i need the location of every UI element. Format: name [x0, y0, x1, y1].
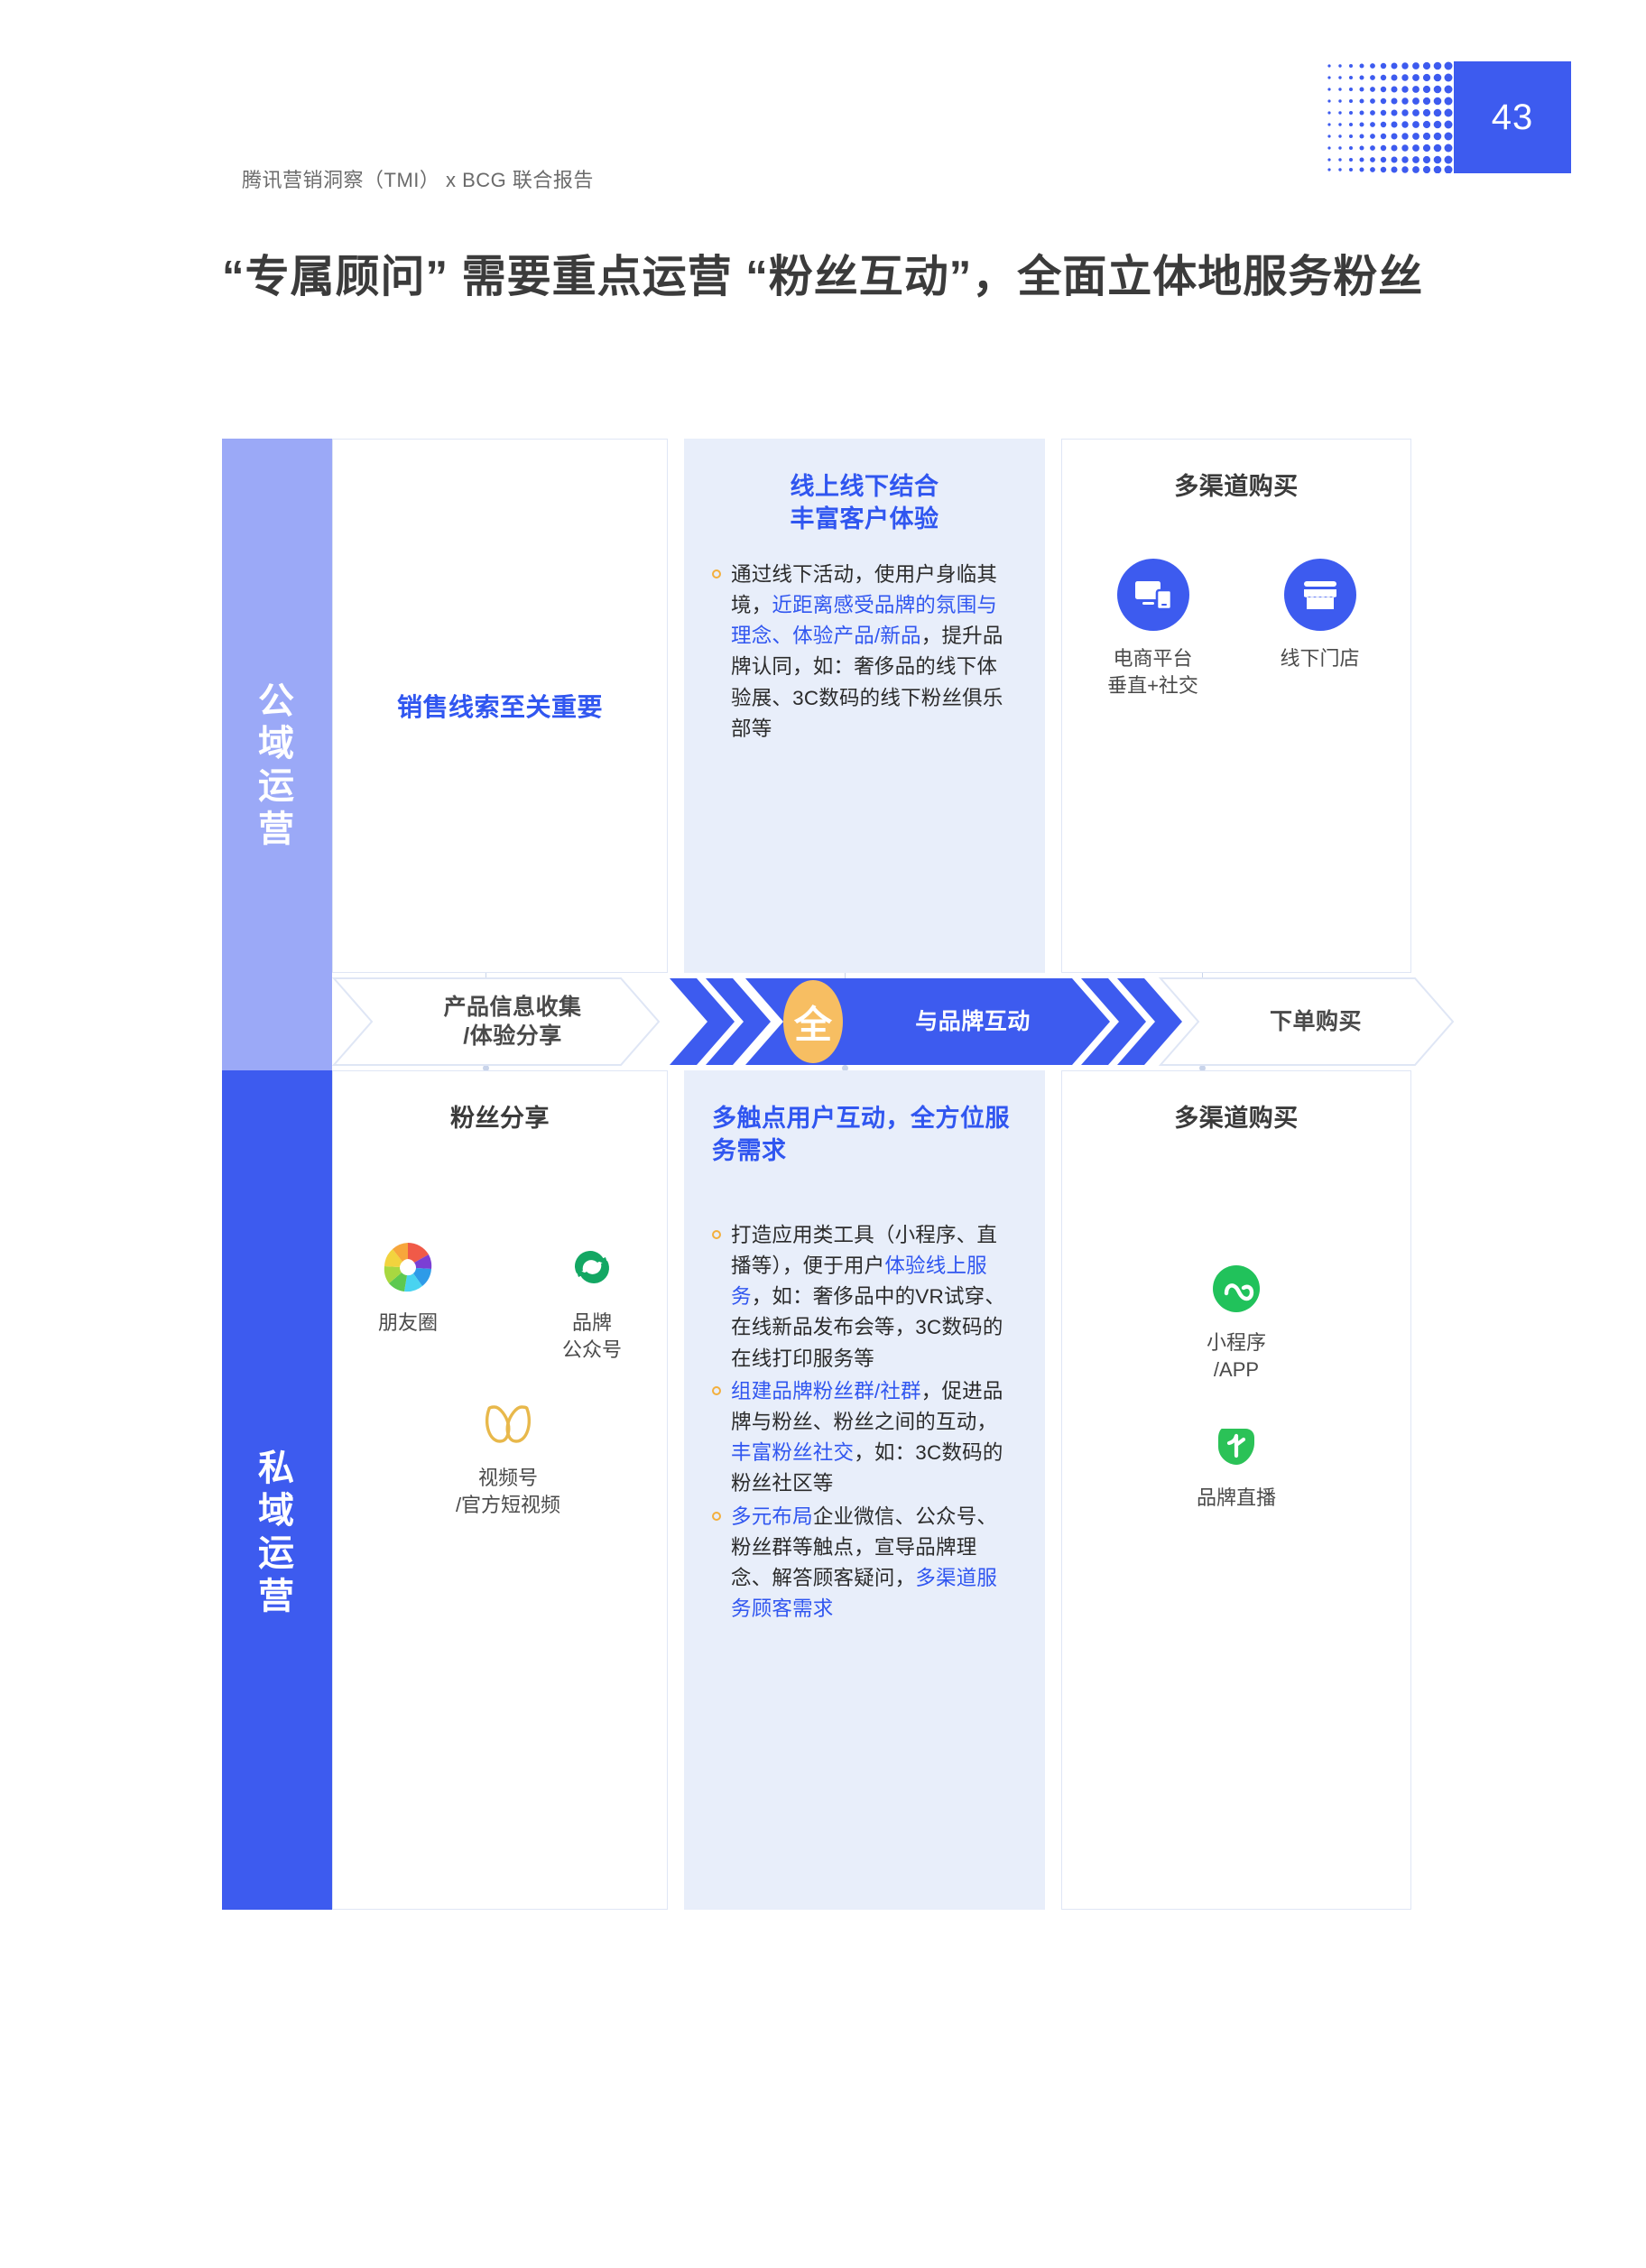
icon-official-account-caption: 品牌 公众号 — [561, 1311, 622, 1362]
bullet-seg: 企业微信、公众号、粉丝群等触点，宣导品牌理念、解答顾客疑问， — [731, 1504, 998, 1589]
bullet-highlight: 近距离感受品牌的氛围与理念、体验产品/新品 — [731, 594, 998, 648]
icon-moments-caption: 朋友圈 — [377, 1311, 438, 1335]
bullet-item: 组建品牌粉丝群/社群，促进品牌与粉丝、粉丝之间的互动， 丰富粉丝社交，如：3C数码… — [712, 1376, 1017, 1500]
ecommerce-devices-icon — [1116, 559, 1189, 632]
rail-private-char-3: 运 — [258, 1533, 296, 1574]
channels-butterfly-icon — [485, 1405, 532, 1443]
bullet-highlight: 组建品牌粉丝群/社群 — [731, 1379, 921, 1402]
rail-private-char-4: 营 — [258, 1576, 296, 1616]
page-title: “专属顾问” 需要重点运营 “粉丝互动”，全面立体地服务粉丝 — [222, 253, 1424, 301]
icon-channels-caption: 视频号 /官方短视频 — [455, 1466, 561, 1516]
bullet-seg: ，提升品牌认同，如：奢侈品的线下体验展、3C数码的线下粉丝俱乐部等 — [731, 625, 1003, 740]
rail-public-char-4: 营 — [258, 809, 296, 849]
page-number: 43 — [1454, 61, 1571, 173]
chevron-label-product-info: 产品信息收集 /体验分享 — [443, 994, 582, 1050]
official-account-icon — [575, 1251, 609, 1284]
bullet-item: 多元布局企业微信、公众号、粉丝群等触点，宣导品牌理念、解答顾客疑问，多渠道服务顾… — [712, 1502, 1017, 1625]
bullet-marker-icon — [712, 569, 721, 579]
top-row: 销售线索至关重要 线上线下结合 丰富客户体验 通过线下活动，使用户身临其境，近距… — [332, 439, 1475, 973]
card-multichannel-purchase-public-heading: 多渠道购买 — [1174, 473, 1299, 500]
fan-sharing-icons: 朋友圈 品牌 公众号 — [360, 1239, 640, 1518]
rail-public-char-2: 域 — [258, 724, 296, 764]
bullet-highlight: 体验线上服务 — [731, 1254, 987, 1309]
card-fan-sharing-heading: 粉丝分享 — [450, 1105, 550, 1132]
card-online-offline-heading: 线上线下结合 丰富客户体验 — [712, 470, 1017, 536]
icon-offline-store-caption: 线下门店 — [1280, 647, 1360, 671]
bullet-seg: 通过线下活动，使用户身临其境， — [731, 562, 998, 617]
bullet-text: 多元布局企业微信、公众号、粉丝群等触点，宣导品牌理念、解答顾客疑问，多渠道服务顾… — [731, 1502, 1017, 1625]
chevron-label-place-order: 下单购买 — [1269, 1008, 1362, 1034]
rail-public-domain-label: 公 域 运 营 — [222, 680, 332, 851]
strategy-diagram: 公 域 运 营 私 域 运 营 销售线索至关重要 线上线下结合 丰富客户体验 — [222, 439, 1475, 1910]
bullet-marker-icon — [712, 1229, 721, 1239]
rail-private-domain-label: 私 域 运 营 — [222, 1448, 332, 1618]
icon-mini-program-caption: 小程序 /APP — [1206, 1331, 1266, 1382]
card-multichannel-purchase-private: 多渠道购买 小程序 /APP 品牌直播 — [1061, 1070, 1411, 1910]
bottom-row: 粉丝分享 — [332, 1070, 1475, 1910]
card-multitouch-interaction: 多触点用户互动，全方位服务需求 打造应用类工具（小程序、直播等），便于用户体验线… — [684, 1070, 1045, 1910]
card-sales-leads: 销售线索至关重要 — [332, 439, 668, 973]
card-online-offline-bullets: 通过线下活动，使用户身临其境，近距离感受品牌的氛围与理念、体验产品/新品，提升品… — [712, 560, 1017, 745]
icon-brand-livestream: 品牌直播 — [1169, 1423, 1304, 1512]
moments-ring-icon — [384, 1243, 432, 1292]
icon-channels: 视频号 /官方短视频 — [440, 1400, 576, 1518]
bullet-seg: ，促进品牌与粉丝、粉丝之间的互动， — [731, 1379, 1003, 1433]
chevron-label-brand-interaction: 与品牌互动 — [915, 1008, 1031, 1034]
bullet-highlight: 多渠道服务顾客需求 — [731, 1566, 998, 1621]
bullet-text: 打造应用类工具（小程序、直播等），便于用户体验线上服务，如：奢侈品中的VR试穿、… — [731, 1220, 1017, 1375]
card-online-offline: 线上线下结合 丰富客户体验 通过线下活动，使用户身临其境，近距离感受品牌的氛围与… — [684, 439, 1045, 973]
dot-gradient-pattern — [1327, 61, 1453, 173]
bullet-seg: ，如：奢侈品中的VR试穿、在线新品发布会等，3C数码的在线打印服务等 — [731, 1285, 1006, 1370]
rail-public-char-3: 运 — [258, 766, 296, 807]
bullet-seg: 打造应用类工具（小程序、直播等），便于用户 — [731, 1223, 998, 1278]
storefront-icon — [1283, 559, 1356, 632]
icon-ecommerce-caption: 电商平台 垂直+社交 — [1107, 647, 1198, 698]
report-source-line: 腾讯营销洞察（TMI） x BCG 联合报告 — [242, 169, 594, 191]
card-multichannel-purchase-private-heading: 多渠道购买 — [1174, 1105, 1299, 1132]
bullet-highlight: 多元布局 — [731, 1504, 813, 1528]
bullet-text: 组建品牌粉丝群/社群，促进品牌与粉丝、粉丝之间的互动， 丰富粉丝社交，如：3C数码… — [731, 1376, 1017, 1500]
mini-program-icon — [1213, 1265, 1260, 1313]
icon-official-account: 品牌 公众号 — [524, 1239, 660, 1363]
card-fan-sharing: 粉丝分享 — [332, 1070, 668, 1910]
bullet-marker-icon — [712, 1385, 721, 1395]
card-sales-leads-claim: 销售线索至关重要 — [396, 693, 603, 721]
page-badge: 43 — [1325, 61, 1571, 173]
journey-chevron-band: 产品信息收集 /体验分享 全 与品牌互动 下单购买 — [332, 977, 1498, 1067]
icon-offline-store: 线下门店 — [1256, 559, 1383, 699]
card-online-offline-heading-line1: 线上线下结合 — [790, 473, 939, 500]
bullet-item: 通过线下活动，使用户身临其境，近距离感受品牌的氛围与理念、体验产品/新品，提升品… — [712, 560, 1017, 745]
public-purchase-icons: 电商平台 垂直+社交 线下门店 — [1089, 559, 1383, 699]
bullet-highlight: 丰富粉丝社交 — [731, 1441, 855, 1465]
bullet-item: 打造应用类工具（小程序、直播等），便于用户体验线上服务，如：奢侈品中的VR试穿、… — [712, 1220, 1017, 1375]
chevron-badge-quan: 全 — [783, 980, 843, 1063]
brand-livestream-icon — [1218, 1428, 1254, 1465]
rail-private-char-1: 私 — [258, 1449, 296, 1488]
icon-ecommerce: 电商平台 垂直+社交 — [1089, 559, 1216, 699]
bullet-text: 通过线下活动，使用户身临其境，近距离感受品牌的氛围与理念、体验产品/新品，提升品… — [731, 560, 1017, 745]
rail-public-char-1: 公 — [258, 681, 296, 721]
icon-moments: 朋友圈 — [340, 1239, 476, 1363]
rail-private-char-2: 域 — [258, 1491, 296, 1532]
fan-sharing-icon-pair-2: 视频号 /官方短视频 — [424, 1400, 576, 1518]
icon-mini-program: 小程序 /APP — [1169, 1263, 1304, 1383]
icon-brand-livestream-caption: 品牌直播 — [1196, 1486, 1276, 1509]
private-purchase-icons: 小程序 /APP 品牌直播 — [1089, 1263, 1383, 1511]
connector-dot — [1199, 1065, 1206, 1071]
card-multitouch-bullets: 打造应用类工具（小程序、直播等），便于用户体验线上服务，如：奢侈品中的VR试穿、… — [712, 1220, 1017, 1625]
connector-dot — [842, 1065, 848, 1071]
bullet-marker-icon — [712, 1511, 721, 1521]
rail-public-domain — [222, 439, 332, 1070]
card-multichannel-purchase-public: 多渠道购买 电商平台 垂直+社交 — [1061, 439, 1411, 973]
fan-sharing-icon-pair-1: 朋友圈 品牌 公众号 — [340, 1239, 660, 1363]
rail-private-domain — [222, 1070, 332, 1910]
bullet-seg: ，如：3C数码的粉丝社区等 — [731, 1441, 1003, 1495]
connector-dot — [483, 1065, 489, 1071]
card-multitouch-interaction-heading: 多触点用户互动，全方位服务需求 — [712, 1105, 1010, 1165]
card-online-offline-heading-line2: 丰富客户体验 — [790, 505, 939, 533]
